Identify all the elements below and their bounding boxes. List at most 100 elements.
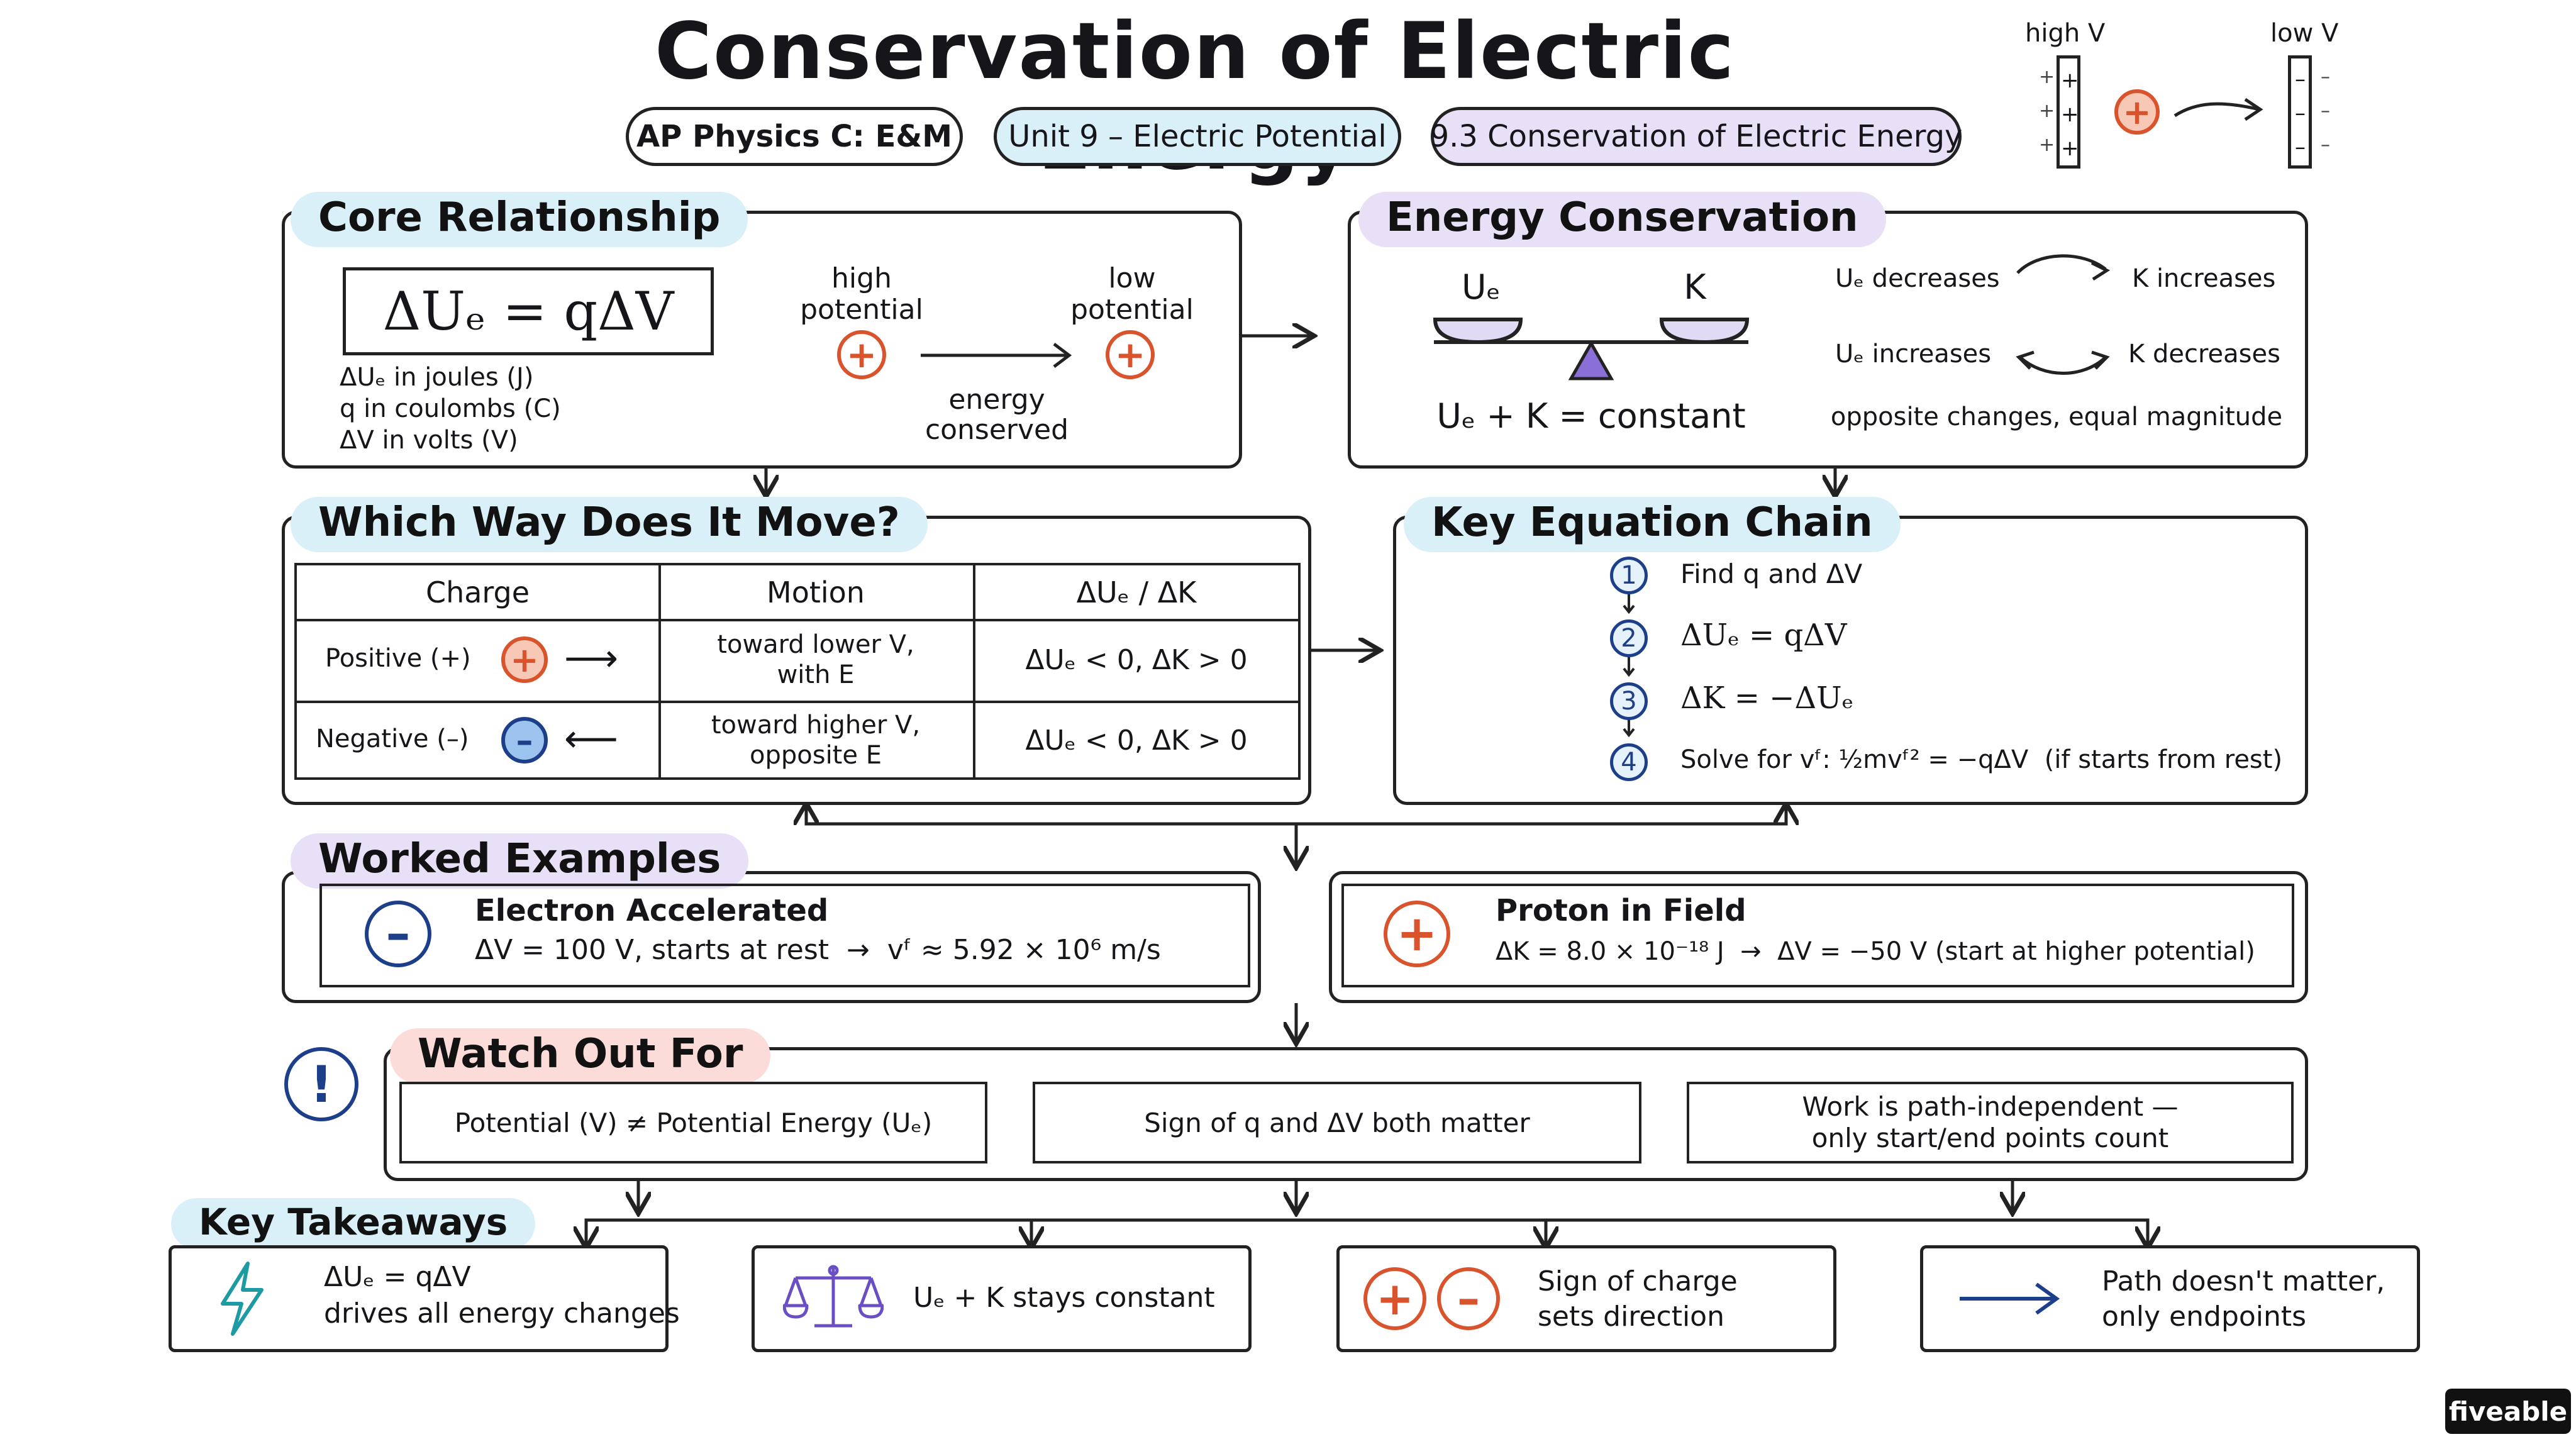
low-potential-label: low potential <box>1070 262 1194 326</box>
balance-left-label: Uₑ <box>1461 267 1501 307</box>
core-flow-arrow-icon <box>921 343 1072 368</box>
proton-example-card <box>1341 884 2294 987</box>
takeaway-text-4: Path doesn't matter, only endpoints <box>2102 1265 2385 1333</box>
step-3-badge: 3 <box>1610 682 1648 720</box>
worked-examples-heading: Worked Examples <box>291 833 749 889</box>
equation-chain-heading: Key Equation Chain <box>1404 497 1901 552</box>
which-way-heading: Which Way Does It Move? <box>291 497 928 552</box>
proton-icon: + <box>1384 901 1450 967</box>
negative-plate-signs-outer: ––– <box>2321 66 2330 156</box>
energy-note: opposite changes, equal magnitude <box>1830 402 2283 431</box>
lightning-icon <box>221 1262 264 1336</box>
column-header-motion: Motion <box>767 575 865 609</box>
step-4-text: Solve for vᶠ: ½mvᶠ² = −qΔV (if starts fr… <box>1680 745 2283 774</box>
proton-example-panel <box>1329 871 2308 1003</box>
core-relationship-panel <box>282 211 1242 469</box>
row-negative-motion: toward higher V, opposite E <box>711 711 921 770</box>
direction-table: Charge Motion ΔUₑ / ΔK Positive (+) + ⟶ … <box>294 563 1301 780</box>
positive-arrow-icon: ⟶ <box>564 636 619 680</box>
unit-coulombs: q in coulombs (C) <box>340 394 561 423</box>
energy-row2-right: K decreases <box>2128 340 2280 369</box>
electron-example-card <box>319 884 1250 987</box>
arrow-right-icon <box>1960 1282 2060 1315</box>
electron-text: ΔV = 100 V, starts at rest → vᶠ ≈ 5.92 ×… <box>475 934 1161 966</box>
low-v-label: low V <box>2270 19 2339 48</box>
high-v-label: high V <box>2025 19 2106 48</box>
curved-arrow-right-icon <box>2016 254 2111 281</box>
table-header-divider <box>297 619 1298 621</box>
worked-examples-panel <box>282 871 1261 1003</box>
energy-row1-left: Uₑ decreases <box>1835 264 2000 293</box>
takeaway-card-1 <box>169 1245 669 1352</box>
high-potential-charge: + <box>837 330 886 379</box>
proton-title: Proton in Field <box>1496 893 1746 928</box>
step-3-text: ΔK = −ΔUₑ <box>1680 680 1854 716</box>
core-equation-box: ΔUₑ = qΔV <box>343 267 714 355</box>
positive-plate-signs-outer: +++ <box>2039 66 2055 156</box>
course-pill: AP Physics C: E&M <box>626 107 963 166</box>
unit-joules: ΔUₑ in joules (J) <box>340 363 534 392</box>
watch-item-path: Work is path-independent — only start/en… <box>1687 1082 2294 1163</box>
charges-icon: + <box>1363 1267 1426 1330</box>
row-negative-energy: ΔUₑ < 0, ΔK > 0 <box>1025 724 1248 757</box>
unit-pill: Unit 9 – Electric Potential <box>994 107 1401 166</box>
step-2-text: ΔUₑ = qΔV <box>1680 618 1847 653</box>
low-potential-charge: + <box>1106 330 1155 379</box>
energy-formula: Uₑ + K = constant <box>1436 396 1746 436</box>
negative-arrow-icon: ⟵ <box>564 717 619 761</box>
table-row-divider <box>297 701 1298 703</box>
watch-item-potential: Potential (V) ≠ Potential Energy (Uₑ) <box>399 1082 987 1163</box>
high-potential-label: high potential <box>800 262 923 326</box>
energy-conserved-label: energy conserved <box>924 384 1069 446</box>
positive-charge-icon: + <box>501 636 548 683</box>
table-row: Positive (+) + ⟶ toward lower V, with E … <box>297 619 1298 701</box>
energy-row2-left: Uₑ increases <box>1835 340 1992 369</box>
chain-step-arrows <box>1623 594 1635 738</box>
column-header-charge: Charge <box>425 575 530 609</box>
capacitor-diagram: high V low V +++ +++ + ––– ––– <box>2012 19 2365 182</box>
negative-plate: ––– <box>2288 55 2312 169</box>
takeaway-text-3: Sign of charge sets direction <box>1538 1265 1738 1333</box>
core-relationship-heading: Core Relationship <box>291 192 748 247</box>
positive-plate: +++ <box>2057 55 2080 169</box>
energy-row1-right: K increases <box>2132 264 2276 293</box>
curved-arrow-swap-icon <box>2016 350 2110 375</box>
table-row: Negative (–) – ⟵ toward higher V, opposi… <box>297 701 1298 780</box>
header-positive-charge: + <box>2114 89 2160 135</box>
plate-plus-signs: +++ <box>2061 68 2079 161</box>
brand-logo: fiveable <box>2445 1389 2571 1434</box>
takeaway-text-1: ΔUₑ = qΔV drives all energy changes <box>324 1261 680 1330</box>
table-col-divider-2 <box>973 565 975 777</box>
core-units: ΔUₑ in joules (J) q in coulombs (C) ΔV i… <box>340 362 561 456</box>
takeaway-text-2: Uₑ + K stays constant <box>913 1282 1215 1314</box>
electron-title: Electron Accelerated <box>475 893 829 928</box>
key-takeaways-heading: Key Takeaways <box>171 1198 536 1250</box>
watch-item-sign: Sign of q and ΔV both matter <box>1033 1082 1641 1163</box>
row-positive-charge-label: Positive (+) <box>325 644 471 673</box>
step-1-text: Find q and ΔV <box>1680 558 1863 589</box>
energy-conservation-heading: Energy Conservation <box>1358 192 1886 247</box>
row-positive-motion: toward lower V, with E <box>717 630 914 689</box>
balance-scale-icon <box>1433 318 1750 380</box>
proton-text: ΔK = 8.0 × 10⁻¹⁸ J → ΔV = −50 V (start a… <box>1496 937 2255 966</box>
header-arrow-icon <box>2174 97 2263 121</box>
warning-icon: ! <box>284 1047 358 1121</box>
step-1-badge: 1 <box>1610 557 1648 594</box>
watch-out-heading: Watch Out For <box>390 1028 771 1084</box>
balance-right-label: K <box>1684 267 1706 307</box>
row-positive-energy: ΔUₑ < 0, ΔK > 0 <box>1025 643 1248 676</box>
energy-conservation-panel <box>1348 211 2308 469</box>
electron-icon: – <box>365 901 431 967</box>
negative-charge-icon: – <box>501 717 548 763</box>
balance-scale-icon <box>783 1265 884 1328</box>
unit-volts: ΔV in volts (V) <box>340 426 518 455</box>
charges-icon-negative: – <box>1437 1267 1500 1330</box>
row-negative-charge-label: Negative (–) <box>316 724 469 753</box>
plate-minus-signs: ––– <box>2295 67 2306 160</box>
topic-pill: 9.3 Conservation of Electric Energy <box>1430 107 1962 166</box>
equation-chain-panel <box>1393 516 2308 805</box>
step-2-badge: 2 <box>1610 619 1648 657</box>
step-4-badge: 4 <box>1610 743 1648 781</box>
table-col-divider-1 <box>658 565 661 777</box>
column-header-energy: ΔUₑ / ΔK <box>1076 575 1197 609</box>
